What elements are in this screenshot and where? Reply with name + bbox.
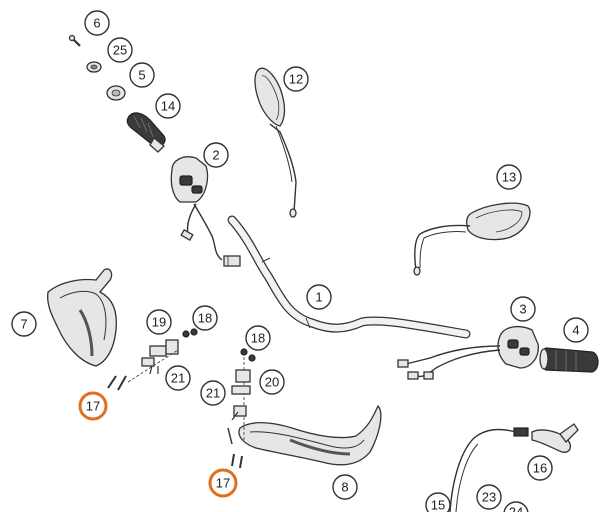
right-grip-part xyxy=(539,347,599,373)
left-handguard-part xyxy=(46,268,118,367)
callout-2: 2 xyxy=(203,142,229,168)
callout-24: 24 xyxy=(503,501,529,512)
right-hardware-parts xyxy=(227,348,256,469)
callout-label: 6 xyxy=(93,16,100,31)
callout-label: 25 xyxy=(113,43,127,58)
throttle-cable-part xyxy=(449,423,579,512)
callout-16: 16 xyxy=(527,455,553,481)
left-grip-part xyxy=(126,112,166,153)
callout-label: 21 xyxy=(206,386,220,401)
callout-label: 21 xyxy=(171,371,185,386)
callout-label: 13 xyxy=(502,170,516,185)
callout-label: 24 xyxy=(509,505,523,512)
callout-6: 6 xyxy=(84,10,110,36)
bar-end-cap-part xyxy=(106,85,126,101)
callout-17-right: 17 xyxy=(208,468,238,498)
callout-18-right: 18 xyxy=(245,325,271,351)
right-switch-part xyxy=(397,325,539,380)
callout-label: 18 xyxy=(251,331,265,346)
callout-7: 7 xyxy=(11,311,37,337)
callout-13: 13 xyxy=(496,164,522,190)
right-mirror-part xyxy=(413,202,531,276)
callout-label: 17 xyxy=(86,399,100,414)
callout-8: 8 xyxy=(332,474,358,500)
right-handguard-part xyxy=(238,404,382,466)
handlebar xyxy=(227,215,471,339)
callout-18-left: 18 xyxy=(192,305,218,331)
callout-14: 14 xyxy=(155,93,181,119)
callout-label: 4 xyxy=(572,323,579,338)
callout-label: 12 xyxy=(289,72,303,87)
callout-label: 16 xyxy=(533,461,547,476)
callout-label: 1 xyxy=(315,290,322,305)
callout-4: 4 xyxy=(563,317,589,343)
callout-label: 14 xyxy=(161,99,175,114)
callout-label: 5 xyxy=(138,68,145,83)
callout-label: 8 xyxy=(341,480,348,495)
callout-label: 19 xyxy=(152,315,166,330)
callout-23: 23 xyxy=(476,484,502,510)
callout-label: 23 xyxy=(482,490,496,505)
callout-label: 20 xyxy=(265,375,279,390)
callout-15: 15 xyxy=(425,492,451,512)
callout-21-left: 21 xyxy=(165,365,191,391)
callout-12: 12 xyxy=(283,66,309,92)
left-switch-part xyxy=(170,156,241,267)
callout-label: 18 xyxy=(198,311,212,326)
left-mirror-part xyxy=(254,67,297,218)
screw-part xyxy=(68,34,81,47)
callout-5: 5 xyxy=(129,62,155,88)
callout-label: 17 xyxy=(216,476,230,491)
left-hardware-parts xyxy=(107,328,198,391)
callout-3: 3 xyxy=(510,296,536,322)
callout-label: 15 xyxy=(431,498,445,512)
callout-21-right: 21 xyxy=(200,380,226,406)
callout-17-left: 17 xyxy=(78,391,108,421)
callout-19: 19 xyxy=(146,309,172,335)
callout-label: 2 xyxy=(212,148,219,163)
callout-label: 3 xyxy=(519,302,526,317)
callout-1: 1 xyxy=(306,284,332,310)
washer-part xyxy=(86,61,102,73)
callout-label: 7 xyxy=(20,317,27,332)
callout-20: 20 xyxy=(259,369,285,395)
callout-25: 25 xyxy=(107,37,133,63)
